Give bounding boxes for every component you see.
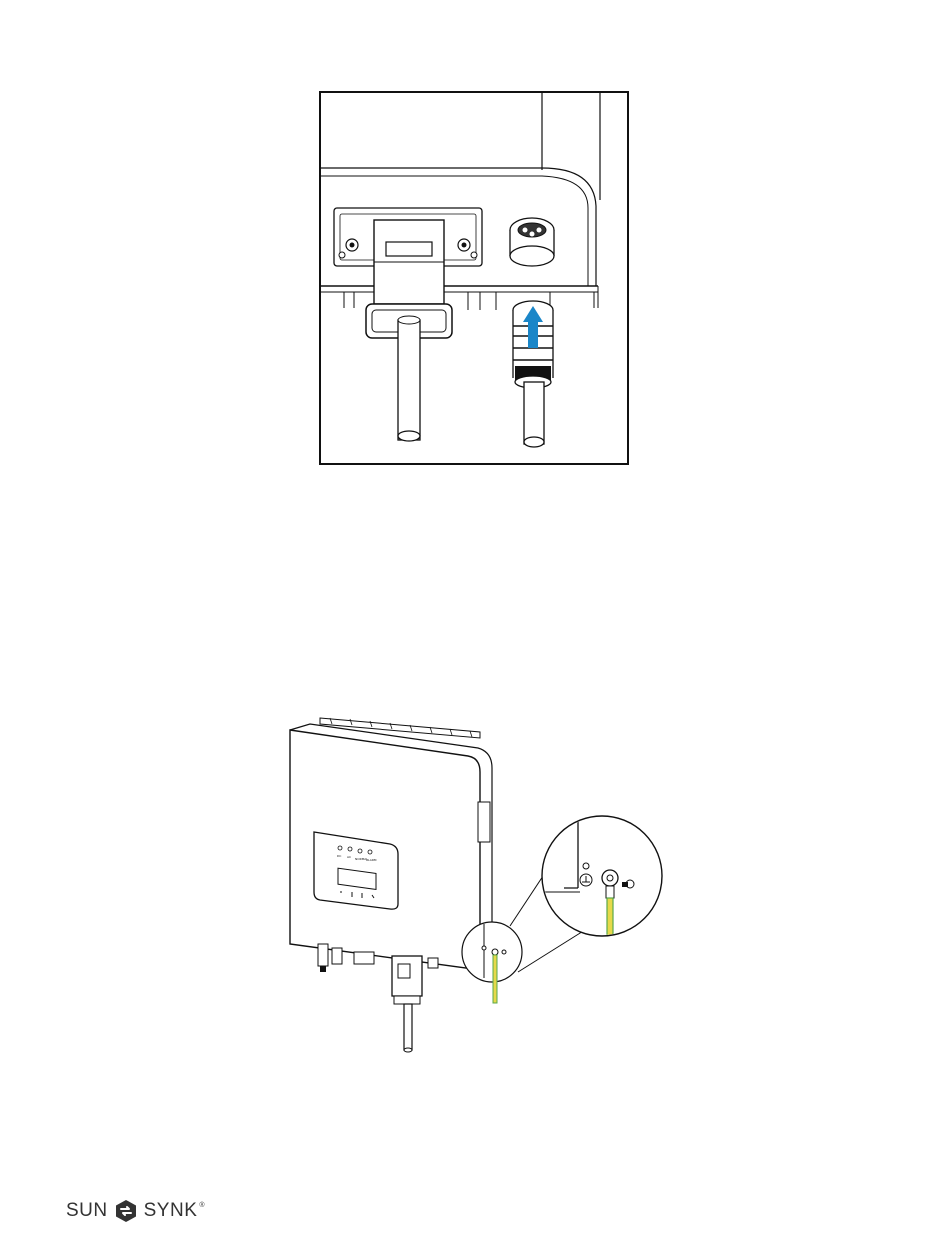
indicator-label-dc: DC: [337, 854, 341, 858]
registered-mark: ®: [199, 1202, 205, 1209]
inverter-earth-illustration: DC AC NORMAL ALARM: [280, 712, 670, 1057]
earth-cable-figure: DC AC NORMAL ALARM: [280, 712, 670, 1057]
brand-text-sun: SUN: [66, 1200, 108, 1222]
indicator-label-alarm: ALARM: [366, 858, 377, 862]
sunsynk-logo: SUN SYNK ®: [66, 1196, 205, 1226]
sunsynk-logo-icon: [114, 1199, 138, 1223]
ac-connector-illustration: [318, 90, 631, 467]
indicator-label-ac: AC: [347, 855, 351, 859]
ac-connector-figure: [318, 90, 631, 467]
brand-text-synk: SYNK: [144, 1200, 198, 1222]
